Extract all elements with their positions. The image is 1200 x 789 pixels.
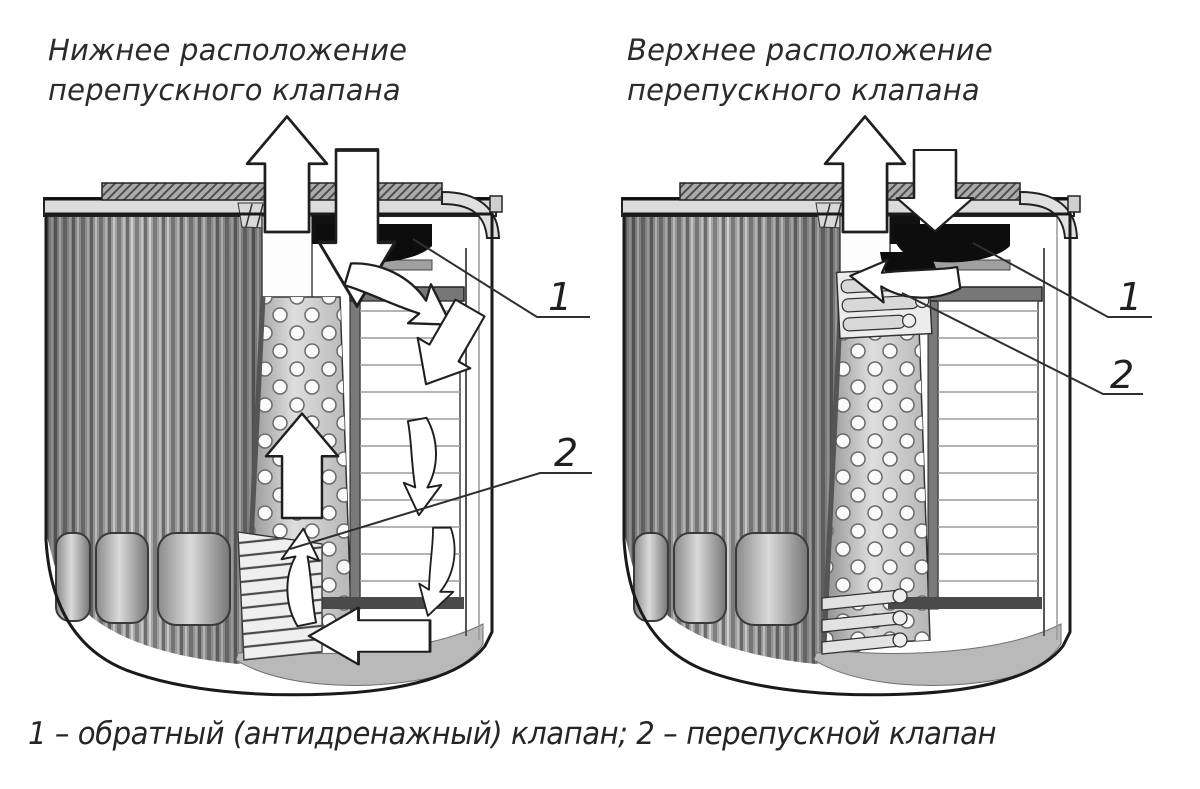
left-title-line1: Нижнее расположение (48, 33, 408, 67)
left-title-line2: перепускного клапана (48, 73, 401, 107)
right-title-line1: Верхнее расположение (627, 33, 993, 67)
right-callout2-label: 2 (1110, 353, 1134, 397)
left-filter-diagram: 1 2 (44, 117, 592, 695)
bottom-spring-coils (821, 588, 908, 655)
right-title-line2: перепускного клапана (627, 73, 980, 107)
left-diagram-title: Нижнее расположение перепускного клапана (48, 30, 528, 110)
right-diagram-title: Верхнее расположение перепускного клапан… (627, 30, 1107, 110)
right-filter-diagram: 1 2 (622, 117, 1152, 695)
right-callout1-leader (972, 242, 1152, 318)
left-callout2-label: 2 (554, 431, 578, 475)
right-filter-body (622, 117, 1080, 695)
left-callout1-leader (412, 238, 590, 318)
left-callout1-label: 1 (548, 275, 572, 319)
legend-caption: 1 – обратный (антидренажный) клапан; 2 –… (28, 716, 997, 752)
right-callout2-leader (901, 292, 1143, 395)
left-callout2-leader (289, 472, 592, 550)
right-callout1-label: 1 (1118, 275, 1142, 319)
